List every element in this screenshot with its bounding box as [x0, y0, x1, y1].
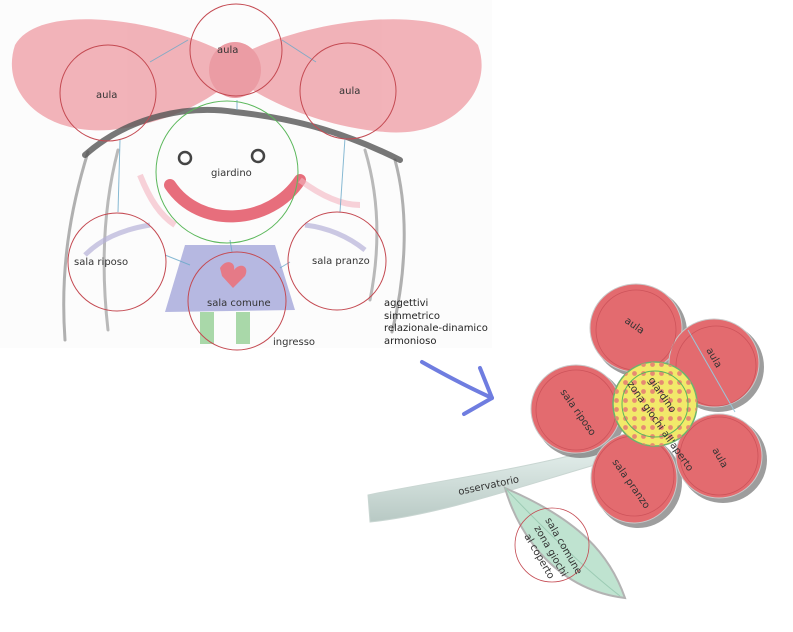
circle-giardino-flower [621, 370, 689, 438]
pink-bow [11, 19, 482, 133]
hair-strokes [62, 107, 406, 342]
adjective-simmetrico: simmetrico [384, 310, 441, 322]
smile-stroke [164, 174, 306, 223]
flower-leaf [503, 486, 627, 600]
petal-aula-right-bottom [675, 413, 763, 499]
circle-aula-left [59, 44, 157, 142]
left-arm [83, 222, 151, 257]
label-ingresso: ingresso [273, 337, 315, 348]
flower-center-dots [613, 362, 697, 446]
circle-sala-riposo [67, 212, 167, 312]
leaf-vein [504, 487, 621, 597]
face-features [137, 148, 361, 228]
label-giardino: giardino [211, 168, 252, 179]
heart-icon [220, 262, 247, 288]
circle-sala-pranzo [287, 211, 387, 311]
right-leg [236, 312, 250, 344]
child-drawing: aula aula aula giardino sala riposo sala… [0, 0, 492, 351]
flower-diagram: aula aula aula sala pranzo sala riposo g… [367, 283, 767, 600]
label-aula-top: aula [217, 45, 238, 56]
left-leg [200, 312, 214, 344]
dress [83, 222, 367, 344]
left-eye [177, 150, 193, 166]
adjective-armonioso: armonioso [384, 335, 437, 347]
adjectives-note: aggettivi simmetrico relazionale-dinamic… [384, 298, 488, 348]
label-sala-riposo: sala riposo [74, 257, 128, 268]
right-arm [304, 222, 367, 252]
right-cheek [298, 177, 361, 208]
circle-sala-comune [187, 251, 287, 351]
circle-leaf [514, 507, 590, 583]
label-sala-comune: sala comune [207, 298, 271, 309]
adjectives-title: aggettivi [384, 298, 429, 309]
label-aula-right: aula [339, 86, 360, 97]
right-eye [250, 148, 266, 164]
circle-aula-top [189, 3, 283, 97]
circle-giardino [155, 100, 299, 244]
label-sala-pranzo: sala pranzo [312, 256, 370, 267]
petal-connector [687, 329, 736, 413]
adjective-relazionale: relazionale-dinamico [384, 323, 488, 334]
transform-arrow [420, 360, 494, 416]
label-aula-left: aula [96, 90, 117, 101]
circle-aula-right [299, 42, 397, 140]
left-cheek [137, 173, 177, 228]
